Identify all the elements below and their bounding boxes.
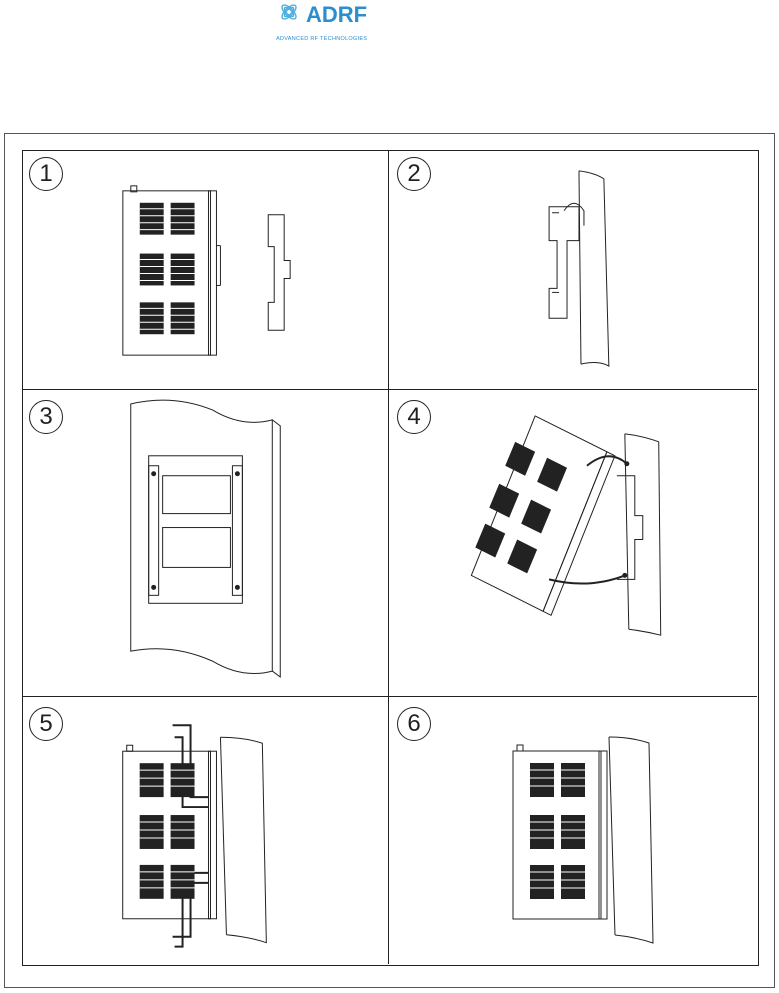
step-4-panel: 4 [389,390,757,697]
step-3-illustration [23,390,388,696]
step-4-illustration [389,390,757,696]
adrf-logo-mark-icon: ADRF ADVANCED RF TECHNOLOGIES [272,0,392,44]
step-2-illustration [389,151,757,389]
adrf-logo: ADRF ADVANCED RF TECHNOLOGIES [272,0,392,44]
logo-tagline: ADVANCED RF TECHNOLOGIES [276,36,367,42]
step-6-illustration [389,697,757,964]
installation-steps-grid: 1 2 [22,150,759,966]
step-5-panel: 5 [23,697,389,964]
step-3-panel: 3 [23,390,389,697]
logo-wordmark: ADRF [306,2,367,27]
step-2-panel: 2 [389,151,757,390]
step-5-illustration [23,697,388,964]
step-1-illustration [23,151,388,389]
step-6-panel: 6 [389,697,757,964]
step-1-panel: 1 [23,151,389,390]
